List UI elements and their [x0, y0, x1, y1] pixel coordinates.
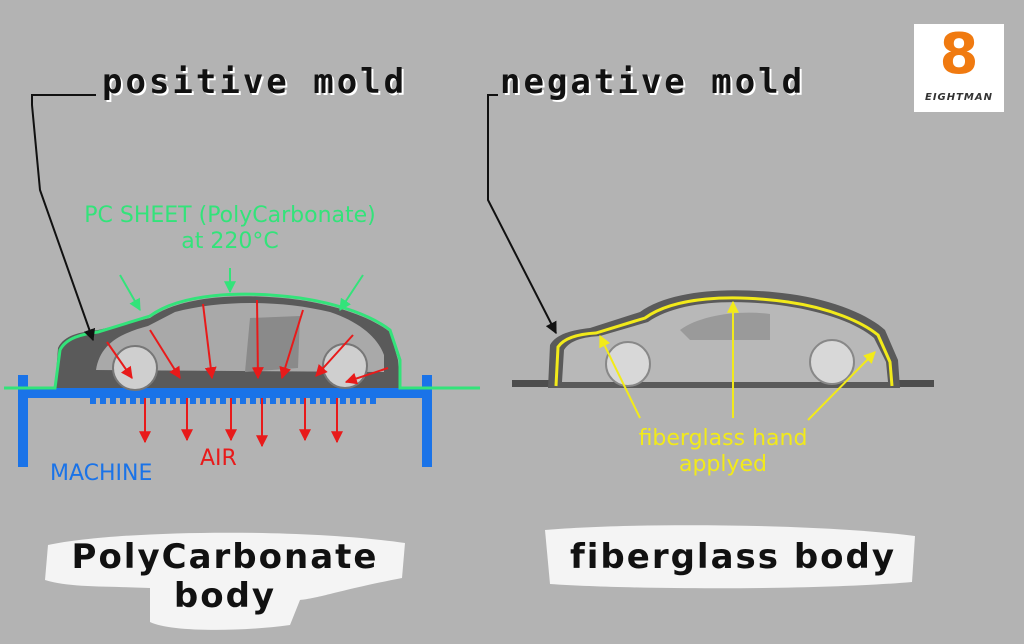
- perforation-block: [140, 388, 146, 404]
- polycarbonate-caption-line1: PolyCarbonate: [71, 537, 379, 577]
- sheet-pointer-arrows: [119, 268, 364, 312]
- perforation-block: [260, 388, 266, 404]
- perforation-block: [100, 388, 106, 404]
- perforation-block: [110, 388, 116, 404]
- negative-mold-heading: negative mold: [500, 62, 806, 102]
- fiberglass-outline: [554, 296, 894, 387]
- air-arrows-below-table: [139, 398, 343, 448]
- perforation-block: [150, 388, 156, 404]
- positive-mold-leader: [31, 94, 96, 342]
- perforation-block: [240, 388, 246, 404]
- pc-sheet-label-line2: at 220°C: [181, 229, 279, 255]
- perforation-block: [310, 388, 316, 404]
- pc-sheet-label-line1: PC SHEET (PolyCarbonate): [84, 203, 376, 228]
- perforation-block: [370, 388, 376, 404]
- fiberglass-pointer-arrows: [599, 300, 876, 421]
- perforation-block: [350, 388, 356, 404]
- negative-mold-leader: [487, 94, 557, 335]
- logo-digit: 8: [939, 22, 979, 87]
- perforation-block: [90, 388, 96, 404]
- right-caption-streak: [545, 525, 915, 589]
- perforation-block: [250, 388, 256, 404]
- perforation-block: [280, 388, 286, 404]
- machine-label: MACHINE: [50, 461, 153, 486]
- machine-perforations: [90, 388, 376, 404]
- perforation-block: [130, 388, 136, 404]
- perforation-block: [330, 388, 336, 404]
- perforation-block: [160, 388, 166, 404]
- perforation-block: [200, 388, 206, 404]
- perforation-block: [210, 388, 216, 404]
- positive-mold-car: [55, 296, 400, 391]
- perforation-block: [290, 388, 296, 404]
- fiberglass-body-caption: fiberglass body: [569, 537, 897, 577]
- perforation-block: [170, 388, 176, 404]
- polycarbonate-body-caption: PolyCarbonate body: [50, 537, 400, 617]
- perforation-block: [220, 388, 226, 404]
- perforation-block: [270, 388, 276, 404]
- perforation-block: [320, 388, 326, 404]
- fiberglass-applied-line1: fiberglass hand: [638, 426, 808, 451]
- fiberglass-applied-label: fiberglass hand applyed: [608, 426, 838, 479]
- negative-mold: [512, 290, 934, 388]
- eightman-logo: 8 EIGHTMAN: [914, 22, 1004, 112]
- logo-wordmark: EIGHTMAN: [924, 92, 993, 103]
- pc-sheet-outline: [4, 292, 480, 390]
- perforation-block: [190, 388, 196, 404]
- perforation-block: [180, 388, 186, 404]
- polycarbonate-caption-line2: body: [173, 576, 277, 617]
- left-caption-streak: [45, 532, 405, 630]
- fiberglass-applied-line2: applyed: [678, 452, 768, 478]
- perforation-block: [300, 388, 306, 404]
- positive-mold-heading: positive mold: [102, 62, 408, 102]
- perforation-block: [360, 388, 366, 404]
- perforation-block: [120, 388, 126, 404]
- pc-sheet-label: PC SHEET (PolyCarbonate) at 220°C: [40, 203, 420, 256]
- perforation-block: [230, 388, 236, 404]
- air-arrows-through-body: [106, 299, 389, 385]
- air-label: AIR: [200, 446, 237, 471]
- perforation-block: [340, 388, 346, 404]
